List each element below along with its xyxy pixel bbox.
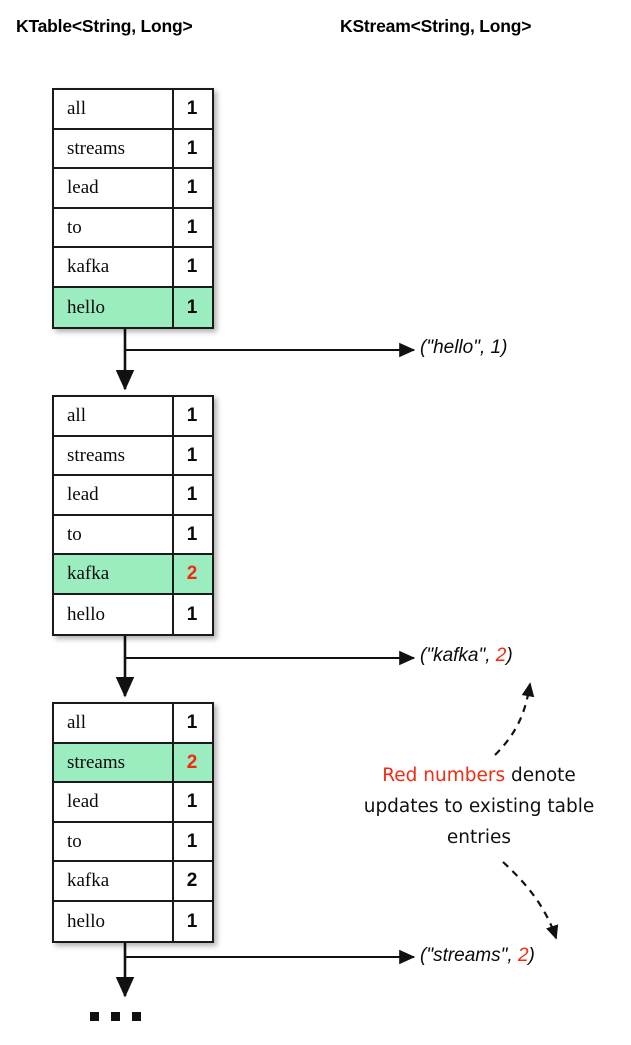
table-cell-key: to (54, 208, 174, 246)
table-row: all 1 (54, 704, 212, 744)
table-cell-key: all (54, 397, 174, 435)
kstream-column-header: KStream<String, Long> (340, 16, 532, 36)
stream-record-kafka: ("kafka", 2) (420, 646, 513, 665)
stream-record-number: 2 (495, 645, 507, 666)
table-cell-value: 1 (186, 910, 198, 932)
table-row: streams 1 (54, 129, 212, 169)
table-cell-key: lead (54, 169, 174, 207)
table-row: kafka 2 (54, 862, 212, 902)
table-row: hello 1 (54, 901, 212, 941)
table-cell-key: streams (54, 743, 174, 781)
table-row: to 1 (54, 208, 212, 248)
connector-table2-to-table3 (115, 632, 416, 698)
table-cell-value: 1 (186, 523, 198, 545)
stream-record-suffix: ) (528, 945, 535, 966)
table-cell-value: 1 (186, 484, 198, 506)
table-cell-value: 1 (186, 256, 198, 278)
table-row-highlighted: hello 1 (54, 287, 212, 327)
stream-record-suffix: ) (506, 645, 513, 666)
table-cell-key: hello (54, 901, 174, 941)
table-cell-key: lead (54, 783, 174, 821)
ktable-state-3: all 1 streams 2 lead 1 to 1 kafka 2 hell… (52, 702, 214, 943)
table-cell-value: 1 (186, 177, 198, 199)
table-cell-value: 1 (186, 791, 198, 813)
table-cell-value: 1 (186, 830, 198, 852)
table-row: all 1 (54, 397, 212, 437)
table-row: kafka 1 (54, 248, 212, 288)
table-cell-key: hello (54, 287, 174, 327)
table-cell-key: kafka (54, 248, 174, 286)
table-row: hello 1 (54, 594, 212, 634)
table-row: to 1 (54, 515, 212, 555)
table-cell-value: 1 (186, 296, 198, 318)
table-row: streams 1 (54, 436, 212, 476)
ellipsis-dot (132, 1012, 141, 1021)
legend-rest-text: denote updates to existing table entries (363, 765, 595, 848)
table-cell-value: 1 (186, 137, 198, 159)
table-cell-value: 2 (186, 870, 198, 892)
table-cell-value-updated: 2 (186, 751, 198, 773)
table-row-highlighted: streams 2 (54, 743, 212, 783)
stream-record-prefix: ("kafka", (420, 645, 496, 666)
table-cell-value: 1 (186, 712, 198, 734)
table-cell-key: to (54, 822, 174, 860)
table-cell-key: all (54, 704, 174, 742)
ktable-state-2: all 1 streams 1 lead 1 to 1 kafka 2 hell… (52, 395, 214, 636)
legend-annotation: Red numbers denote updates to existing t… (348, 760, 610, 853)
table-cell-value: 1 (186, 444, 198, 466)
table-cell-key: kafka (54, 555, 174, 593)
table-cell-key: lead (54, 476, 174, 514)
table-row: all 1 (54, 90, 212, 130)
ellipsis-dot (111, 1012, 120, 1021)
ktable-state-1: all 1 streams 1 lead 1 to 1 kafka 1 hell… (52, 88, 214, 329)
table-cell-key: kafka (54, 862, 174, 900)
table-row: lead 1 (54, 476, 212, 516)
table-cell-key: all (54, 90, 174, 128)
table-cell-key: hello (54, 594, 174, 634)
table-row: lead 1 (54, 169, 212, 209)
stream-record-hello: ("hello", 1) (420, 338, 507, 357)
stream-record-number: 2 (517, 945, 529, 966)
table-row: lead 1 (54, 783, 212, 823)
stream-record-suffix: ) (501, 337, 508, 358)
stream-record-streams: ("streams", 2) (420, 946, 535, 965)
stream-record-prefix: ("streams", (420, 945, 518, 966)
connector-table3-to-ellipsis (115, 938, 416, 998)
stream-record-prefix: ("hello", (420, 337, 491, 358)
table-cell-key: to (54, 515, 174, 553)
table-cell-value: 1 (186, 603, 198, 625)
ellipsis-dot (90, 1012, 99, 1021)
table-row: to 1 (54, 822, 212, 862)
legend-red-emphasis: Red numbers (382, 765, 506, 786)
ktable-column-header: KTable<String, Long> (16, 16, 193, 36)
table-cell-key: streams (54, 436, 174, 474)
table-cell-value: 1 (186, 405, 198, 427)
callout-arrow-down (502, 861, 559, 940)
table-cell-value: 1 (186, 216, 198, 238)
table-cell-value: 1 (186, 98, 198, 120)
table-cell-value-updated: 2 (186, 563, 198, 585)
table-cell-key: streams (54, 129, 174, 167)
callout-arrow-up (494, 682, 535, 756)
stream-record-number: 1 (490, 337, 502, 358)
connector-table1-to-table2 (115, 325, 416, 391)
continuation-ellipsis (90, 1012, 141, 1021)
table-row-highlighted: kafka 2 (54, 555, 212, 595)
